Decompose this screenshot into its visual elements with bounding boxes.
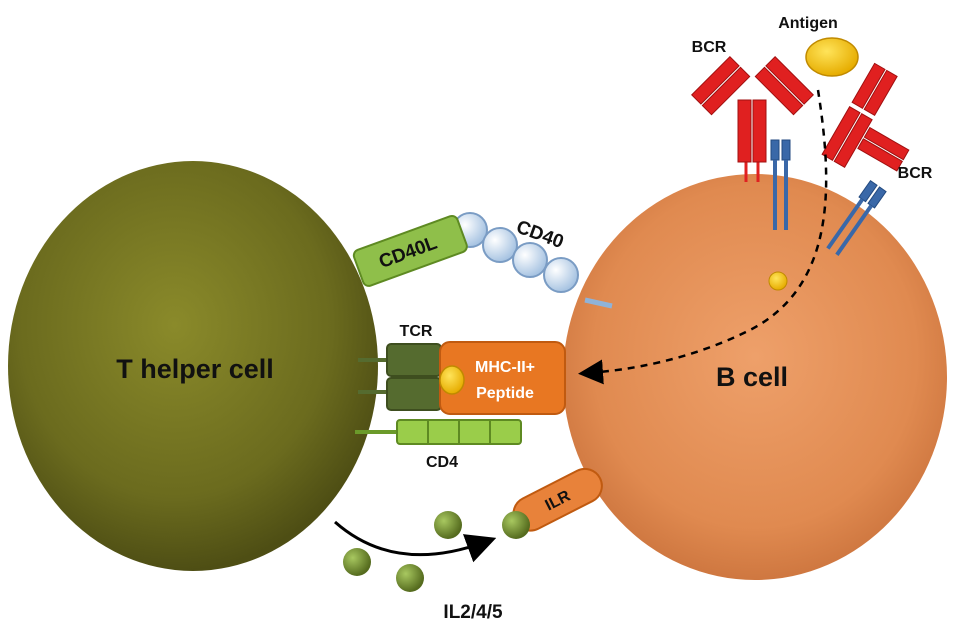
cd4-label: CD4 [426, 454, 458, 471]
cytokine-label: IL2/4/5 [443, 602, 503, 623]
bcr-right-coreceptor [826, 179, 887, 256]
cytokine-secretion-arrow [334, 520, 497, 563]
antigen [805, 37, 859, 77]
bcr-right [821, 62, 910, 172]
cd40l-ligand [352, 214, 468, 287]
t-helper-cell-label: T helper cell [116, 354, 274, 384]
mhc-label-line1: MHC-II+ [475, 359, 535, 376]
t-helper-cell [8, 161, 378, 571]
b-cell-label: B cell [716, 362, 788, 392]
bcr-label-left: BCR [692, 39, 727, 56]
bcr-label-right: BCR [898, 165, 933, 182]
mhc-peptide-complex [439, 341, 566, 415]
cd4-coreceptor [355, 419, 522, 445]
mhc-label-line2: Peptide [476, 385, 534, 402]
bcr-left-coreceptor [770, 139, 791, 230]
antigen-processing-path [578, 89, 828, 385]
b-cell [563, 174, 947, 580]
antigen-label: Antigen [778, 15, 838, 32]
tcr-label: TCR [400, 323, 433, 340]
internalized-antigen [768, 271, 788, 291]
cytokines [343, 511, 530, 592]
bcr-left [691, 56, 814, 182]
